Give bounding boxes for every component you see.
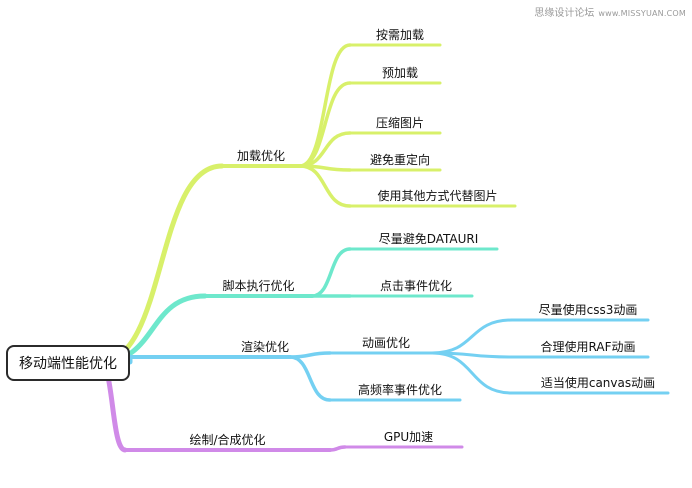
- edge-paint-child-0: [328, 445, 347, 452]
- leaf-label-render-1[interactable]: 高频率事件优化: [358, 382, 442, 397]
- leaf-label-load-4[interactable]: 使用其他方式代替图片: [377, 188, 497, 203]
- subleaf-label-1[interactable]: 合理使用RAF动画: [541, 339, 636, 354]
- leaf-label-load-1[interactable]: 预加载: [382, 66, 418, 80]
- root-node[interactable]: 移动端性能优化: [6, 345, 130, 381]
- subleaf-label-0[interactable]: 尽量使用css3动画: [539, 302, 638, 317]
- leaf-label-script-0[interactable]: 尽量避免DATAURI: [379, 231, 479, 246]
- leaf-label-paint-0[interactable]: GPU加速: [384, 430, 433, 444]
- leaf-label-render-0[interactable]: 动画优化: [362, 336, 410, 350]
- leaf-label-load-0[interactable]: 按需加载: [376, 28, 424, 42]
- root-label: 移动端性能优化: [19, 356, 117, 372]
- edge-load-child-4: [298, 164, 352, 208]
- edge-script-child-0: [310, 247, 352, 298]
- edge-render-child-1: [288, 355, 332, 402]
- edge-load-child-1: [298, 81, 352, 168]
- branch-label-paint[interactable]: 绘制/合成优化: [189, 432, 265, 447]
- watermark-site: www.MISSYUAN.COM: [598, 9, 686, 18]
- leaf-label-load-2[interactable]: 压缩图片: [376, 115, 424, 130]
- branch-label-render[interactable]: 渲染优化: [241, 339, 289, 354]
- branch-label-load[interactable]: 加载优化: [237, 149, 285, 163]
- edge-render-sub-2: [430, 351, 514, 395]
- leaf-label-script-1[interactable]: 点击事件优化: [380, 279, 452, 293]
- edge-load: [97, 163, 225, 365]
- leaf-label-load-3[interactable]: 避免重定向: [370, 152, 430, 167]
- branch-label-script[interactable]: 脚本执行优化: [222, 278, 294, 293]
- watermark-text: 思缘设计论坛: [534, 8, 595, 19]
- edge-render-sub-0: [430, 318, 514, 355]
- subleaf-label-2[interactable]: 适当使用canvas动画: [541, 375, 655, 390]
